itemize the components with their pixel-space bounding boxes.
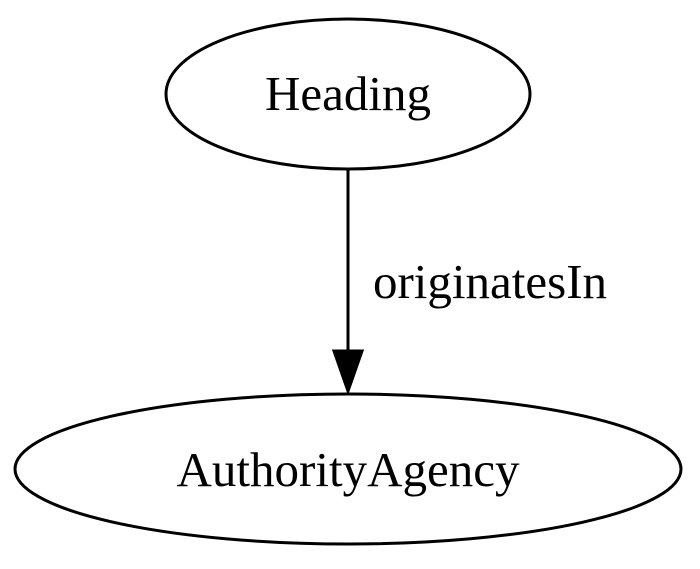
node-authority-agency-label: AuthorityAgency [177,442,520,497]
node-heading[interactable]: Heading [164,17,532,171]
edge-arrowhead-icon [331,349,365,396]
node-heading-shape [164,17,532,171]
edge-label: originatesIn [373,254,607,309]
node-heading-label: Heading [265,66,431,121]
edge-originates-in[interactable]: originatesIn [331,170,607,396]
node-authority-agency-shape [13,392,683,546]
node-authority-agency[interactable]: AuthorityAgency [13,392,683,546]
